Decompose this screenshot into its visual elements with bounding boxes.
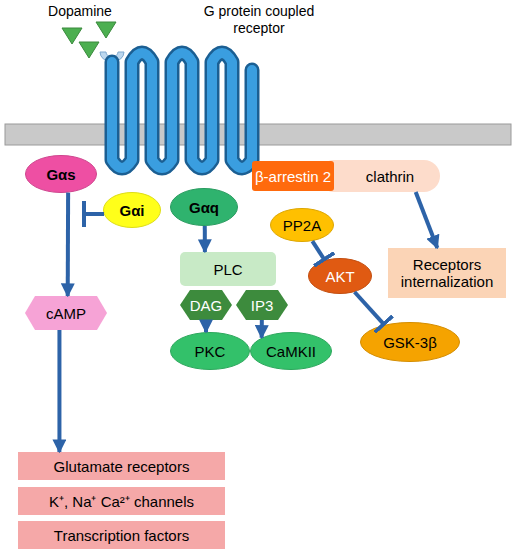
node-text: PP2A xyxy=(283,217,321,234)
node-text: clathrin xyxy=(366,168,414,185)
activation-arrow xyxy=(416,192,438,248)
node-text: Gαi xyxy=(119,202,144,219)
target-box: Transcription factors xyxy=(18,521,225,549)
node-text: Glutamate receptors xyxy=(54,458,190,475)
messenger-hexagon: cAMP xyxy=(25,296,107,330)
gpcr-receptor xyxy=(112,53,252,168)
activation-arrow xyxy=(57,330,61,452)
protein-ellipse: PP2A xyxy=(270,208,334,242)
g-protein-ellipse: Gαi xyxy=(103,192,161,228)
protein-box: β-arrestin 2 xyxy=(252,161,334,191)
node-text: Gαq xyxy=(189,199,219,216)
inhibition-symbol xyxy=(84,201,104,227)
dopamine-molecules xyxy=(62,22,116,58)
target-box: K⁺, Na⁺ Ca²⁺ channels xyxy=(18,487,225,515)
node-text: AKT xyxy=(325,268,354,285)
node-text: GSK-3β xyxy=(383,334,437,351)
node-text: DAG xyxy=(190,297,223,314)
messenger-hexagon: DAG xyxy=(180,290,232,320)
messenger-hexagon: IP3 xyxy=(236,290,288,320)
outcome-box: Receptors internalization xyxy=(388,248,506,298)
ligand-label: Dopamine xyxy=(44,3,116,20)
g-protein-ellipse: Gαs xyxy=(25,155,97,193)
inhibition-line xyxy=(355,292,385,325)
node-text: β-arrestin 2 xyxy=(255,168,331,185)
kinase-ellipse: CaMKII xyxy=(250,332,332,370)
receptor-label: G protein coupled receptor xyxy=(188,3,330,37)
node-text: K⁺, Na⁺ Ca²⁺ channels xyxy=(49,493,194,510)
activation-arrow xyxy=(66,193,70,296)
node-text: CaMKII xyxy=(266,343,316,360)
node-text: Transcription factors xyxy=(54,527,189,544)
enzyme-box: PLC xyxy=(180,252,276,286)
node-text: Receptors internalization xyxy=(388,256,506,290)
protein-ellipse: AKT xyxy=(308,258,372,294)
protein-pill: clathrin xyxy=(318,160,440,192)
node-text: PKC xyxy=(195,343,226,360)
target-box: Glutamate receptors xyxy=(18,452,225,480)
kinase-ellipse: PKC xyxy=(170,332,250,370)
kinase-ellipse: GSK-3β xyxy=(360,322,460,362)
node-text: cAMP xyxy=(46,305,86,322)
node-text: Gαs xyxy=(46,166,75,183)
inhibition-line xyxy=(312,241,324,260)
activation-arrow xyxy=(203,226,207,252)
activation-arrow xyxy=(204,320,208,332)
activation-arrow xyxy=(260,320,264,338)
g-protein-ellipse: Gαq xyxy=(170,188,238,226)
node-text: PLC xyxy=(213,261,242,278)
node-text: IP3 xyxy=(251,297,274,314)
